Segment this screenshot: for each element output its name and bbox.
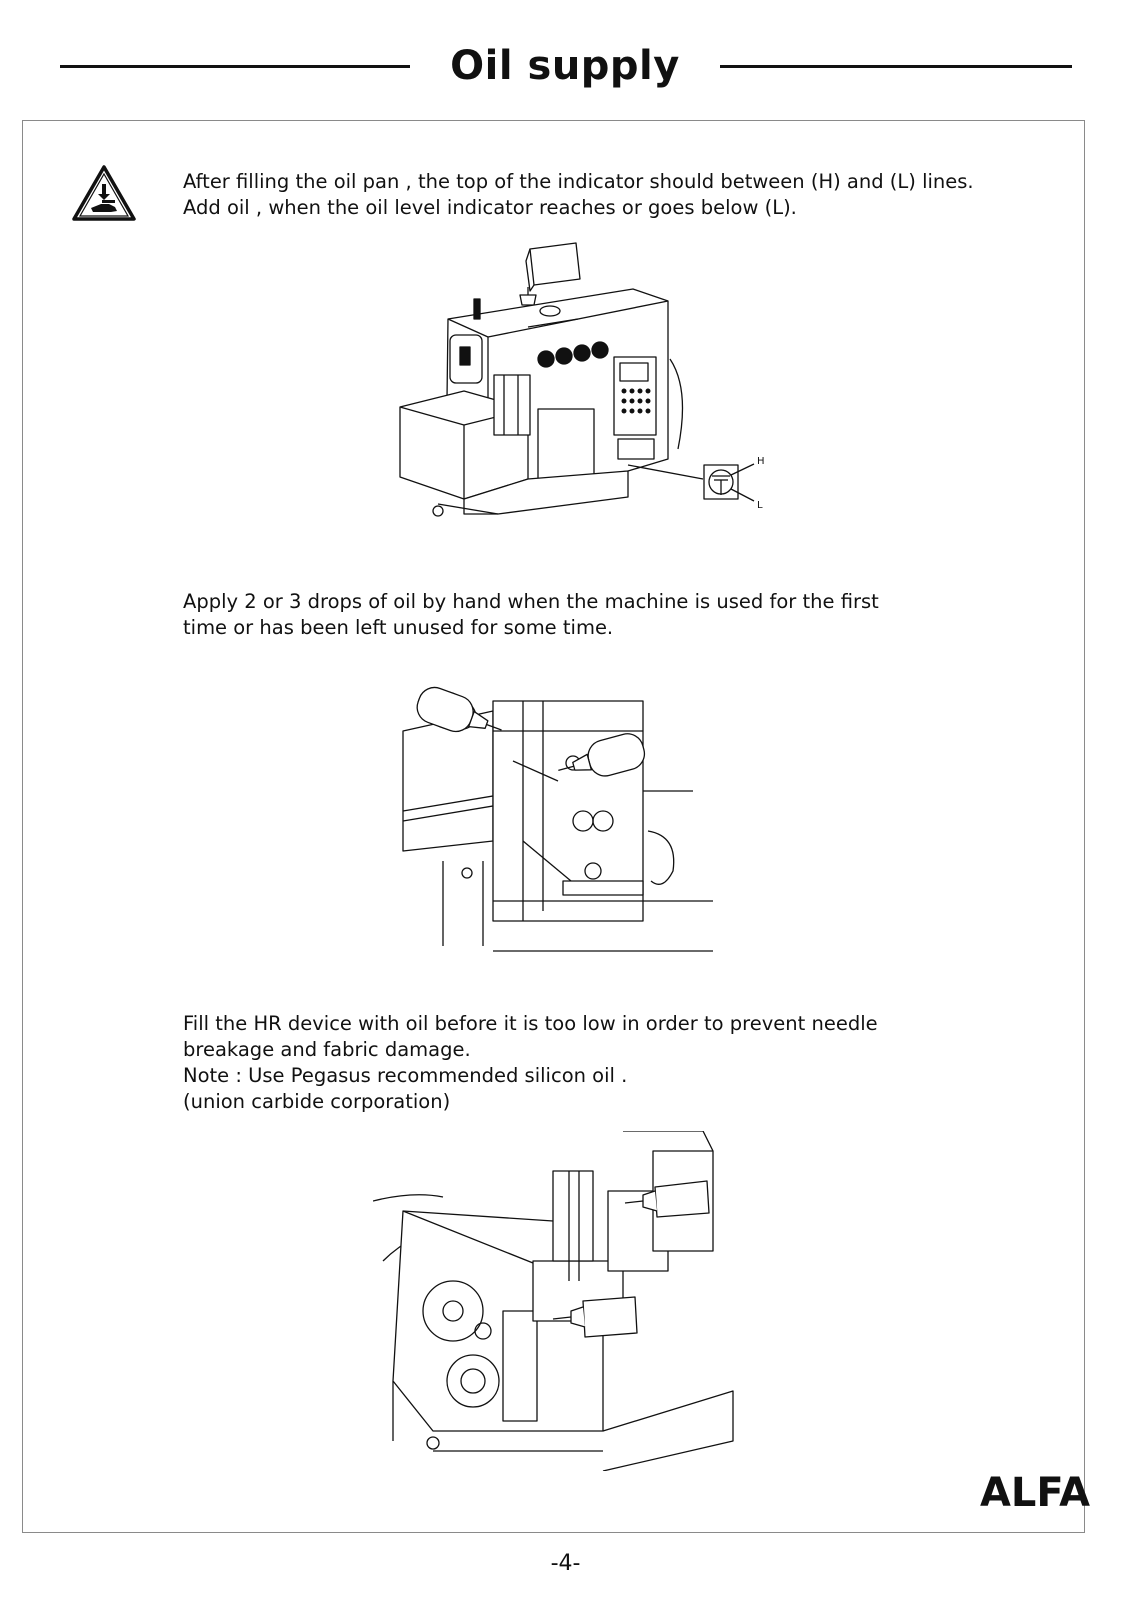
figure-oil-pan-filling: H L bbox=[399, 242, 765, 517]
text-line: Note : Use Pegasus recommended silicon o… bbox=[183, 1064, 628, 1087]
brand-name: ALFA bbox=[980, 1470, 1090, 1512]
instruction-hand-oiling: Apply 2 or 3 drops of oil by hand when t… bbox=[183, 589, 879, 641]
text-line: After filling the oil pan , the top of t… bbox=[183, 170, 974, 193]
page-number: -4- bbox=[550, 1551, 581, 1576]
page-title: Oil supply bbox=[450, 43, 680, 89]
text-line: time or has been left unused for some ti… bbox=[183, 616, 614, 639]
text-line: Apply 2 or 3 drops of oil by hand when t… bbox=[183, 590, 879, 613]
indicator-label-low: L bbox=[757, 500, 763, 511]
content-frame: After filling the oil pan , the top of t… bbox=[22, 120, 1090, 1533]
text-line: (union carbide corporation) bbox=[183, 1090, 451, 1113]
title-rule-right bbox=[720, 65, 1072, 68]
hand-caution-warning-icon bbox=[72, 165, 136, 221]
text-line: breakage and fabric damage. bbox=[183, 1038, 471, 1061]
text-line: Fill the HR device with oil before it is… bbox=[183, 1012, 878, 1035]
instruction-oil-pan: After filling the oil pan , the top of t… bbox=[183, 169, 974, 221]
indicator-label-high: H bbox=[757, 456, 765, 467]
text-line: Add oil , when the oil level indicator r… bbox=[183, 196, 797, 219]
figure-hand-oiling-points bbox=[402, 686, 713, 952]
figure-hr-device-oiling bbox=[373, 1131, 734, 1471]
brand-logo: ALFA bbox=[980, 1470, 1090, 1512]
instruction-hr-device: Fill the HR device with oil before it is… bbox=[183, 1011, 878, 1115]
title-rule-left bbox=[60, 65, 410, 68]
